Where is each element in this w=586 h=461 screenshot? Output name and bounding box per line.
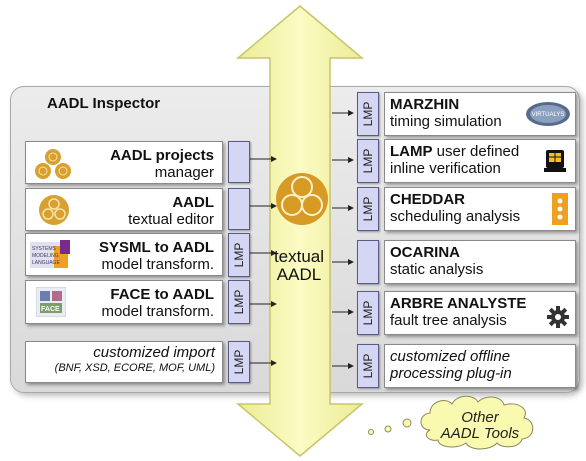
box-text: SYSML to AADL model transform. xyxy=(99,239,214,273)
lmp-tag: LMP xyxy=(357,92,379,136)
box-text: AADL textual editor xyxy=(128,194,214,228)
sysml-to-aadl-box[interactable]: SYSTEMS MODELING LANGUAGE SYSML to AADL … xyxy=(25,233,223,276)
box-title: customized offline xyxy=(390,348,511,365)
face-to-aadl-box[interactable]: FACE FACE to AADL model transform. xyxy=(25,280,223,324)
lamp-box[interactable]: LAMP user defined inline verification xyxy=(384,139,576,183)
box-subtitle: textual editor xyxy=(128,211,214,228)
aadl-logo-icon xyxy=(35,149,71,179)
box-title: OCARINA xyxy=(390,244,460,261)
box-title-rest: user defined xyxy=(432,143,520,160)
box-subtitle: fault tree analysis xyxy=(390,312,507,329)
arbre-analyste-box[interactable]: ARBRE ANALYSTE fault tree analysis xyxy=(384,291,576,335)
lmp-tag: LMP xyxy=(357,187,379,231)
box-subtitle: manager xyxy=(154,164,214,181)
box-title: ARBRE ANALYSTE xyxy=(390,295,527,312)
box-title: CHEDDAR xyxy=(390,191,465,208)
box-subtitle: static analysis xyxy=(390,261,484,278)
thought-dot xyxy=(384,425,392,433)
svg-text:FACE: FACE xyxy=(41,306,60,313)
lmp-tag: LMP xyxy=(357,139,379,183)
lmp-tag: LMP xyxy=(357,291,379,335)
panel-title: AADL Inspector xyxy=(47,95,161,112)
box-text: customized import (BNF, XSD, ECORE, MOF,… xyxy=(55,345,215,376)
connector-slot xyxy=(357,240,379,284)
aadl-central-logo-icon xyxy=(276,173,328,225)
virtualys-logo-icon: VIRTUALYS xyxy=(526,102,570,126)
box-text: customized offline processing plug-in xyxy=(390,348,512,382)
lamp-icon xyxy=(544,150,566,172)
center-label-line2: AADL xyxy=(276,265,322,284)
ocarina-box[interactable]: OCARINA static analysis xyxy=(384,240,576,284)
marzhin-box[interactable]: MARZHIN timing simulation VIRTUALYS xyxy=(384,92,576,136)
lmp-tag: LMP xyxy=(228,233,250,277)
cloud-shape xyxy=(420,395,534,450)
cloud-line2: AADL Tools xyxy=(440,425,520,442)
sysml-logo-icon: SYSTEMS MODELING LANGUAGE xyxy=(30,240,70,268)
cheddar-box[interactable]: CHEDDAR scheduling analysis xyxy=(384,187,576,231)
box-subtitle: timing simulation xyxy=(390,113,502,130)
box-text: ARBRE ANALYSTE fault tree analysis xyxy=(390,295,526,329)
box-subtitle: scheduling analysis xyxy=(390,208,521,225)
customized-import-box[interactable]: customized import (BNF, XSD, ECORE, MOF,… xyxy=(25,341,223,383)
box-subtitle: model transform. xyxy=(101,256,214,273)
connector-slot xyxy=(228,141,250,183)
virtualys-logo-text: VIRTUALYS xyxy=(532,112,565,118)
arrow-shape xyxy=(235,5,365,457)
box-text: AADL projects manager xyxy=(110,147,214,181)
box-title: AADL projects xyxy=(110,147,214,164)
box-title: FACE to AADL xyxy=(110,286,214,303)
thought-dot xyxy=(368,429,374,435)
lmp-tag: LMP xyxy=(228,341,250,383)
box-text: FACE to AADL model transform. xyxy=(101,286,214,320)
gear-icon xyxy=(547,306,569,328)
cloud-line1: Other xyxy=(461,409,499,426)
box-title: SYSML to AADL xyxy=(99,239,214,256)
box-subtitle: (BNF, XSD, ECORE, MOF, UML) xyxy=(54,362,215,374)
box-title: LAMP xyxy=(390,143,433,160)
svg-text:MODELING: MODELING xyxy=(32,253,59,259)
aadl-projects-manager-box[interactable]: AADL projects manager xyxy=(25,141,223,184)
other-aadl-tools-label: Other AADL Tools xyxy=(432,410,528,442)
box-title: AADL xyxy=(172,194,214,211)
sysml-logo-text: SYSTEMS xyxy=(32,246,57,252)
face-logo-icon: FACE xyxy=(36,287,66,317)
center-label-line1: textual xyxy=(273,247,325,266)
svg-text:LANGUAGE: LANGUAGE xyxy=(32,260,60,266)
box-title: customized import xyxy=(93,344,215,361)
box-text: CHEDDAR scheduling analysis xyxy=(390,191,520,225)
box-text: MARZHIN timing simulation xyxy=(390,96,502,130)
box-text: OCARINA static analysis xyxy=(390,244,483,278)
lmp-tag: LMP xyxy=(228,280,250,324)
box-subtitle: model transform. xyxy=(101,303,214,320)
box-subtitle: inline verification xyxy=(390,160,501,177)
thought-dot xyxy=(402,418,412,428)
box-subtitle: processing plug-in xyxy=(390,365,512,382)
connector-slot xyxy=(228,188,250,230)
box-text: LAMP user defined inline verification xyxy=(390,143,519,177)
aadl-textual-editor-box[interactable]: AADL textual editor xyxy=(25,188,223,231)
lmp-tag: LMP xyxy=(357,344,379,388)
textual-aadl-label: textual AADL xyxy=(266,248,332,284)
cheddar-icon xyxy=(552,193,568,225)
box-title: MARZHIN xyxy=(390,96,460,113)
customized-offline-box[interactable]: customized offline processing plug-in xyxy=(384,344,576,388)
aadl-logo-icon xyxy=(39,195,69,225)
